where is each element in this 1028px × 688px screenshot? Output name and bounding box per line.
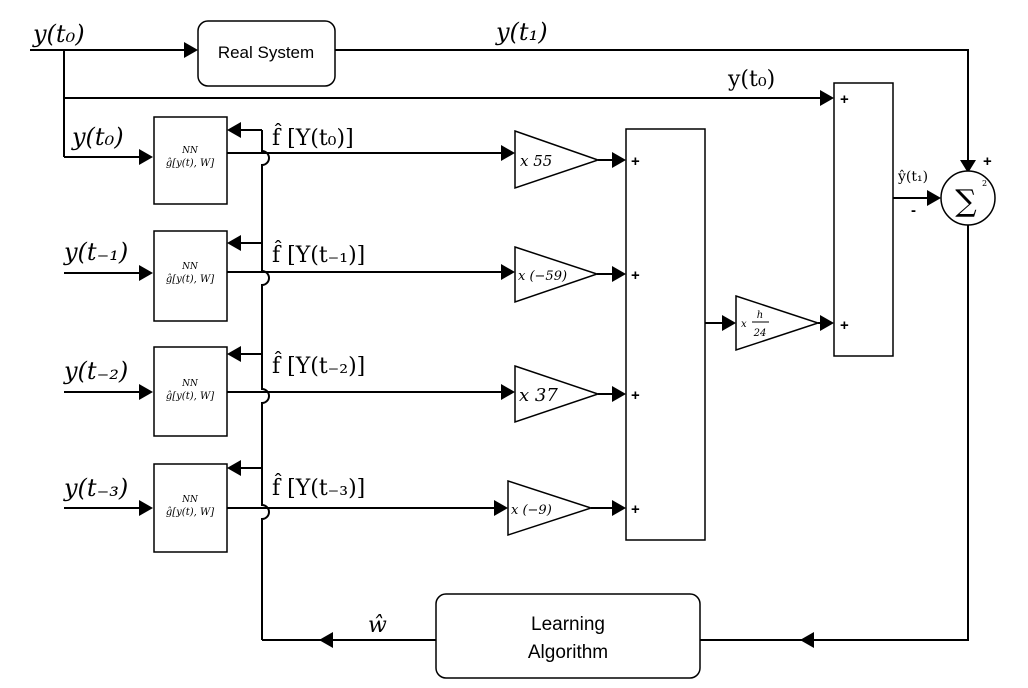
adder-plus-sign: +: [631, 153, 640, 170]
h-gain-prefix: x: [741, 319, 747, 330]
arrowhead: [612, 386, 626, 402]
arrowhead: [501, 145, 515, 161]
arrowhead: [800, 632, 814, 648]
arrowhead: [820, 315, 834, 331]
adder-plus-sign: +: [631, 387, 640, 404]
gain-neg9: [507, 479, 594, 537]
nn-block-1: NN ĝ[y(t), W]: [153, 230, 228, 322]
nn-output-label-3: f̂ [Y(t₋₃)]: [272, 474, 365, 501]
sum-plus-sign: +: [983, 153, 992, 170]
input-y-tm3: y(t₋₃): [63, 474, 128, 502]
gain-neg59: [514, 245, 600, 304]
real-system-block: [197, 20, 336, 87]
nn-block-title: NN: [181, 146, 199, 156]
arrowhead: [319, 632, 333, 648]
output-adder-plus-sign: +: [840, 91, 849, 108]
real-system-label: Real System: [218, 43, 314, 62]
arrowhead: [960, 160, 976, 173]
nn-block-2: NN ĝ[y(t), W]: [153, 346, 228, 437]
arrowhead: [612, 266, 626, 282]
nn-block-title: NN: [181, 262, 199, 272]
gain-h-over-24: [735, 294, 821, 352]
arrowhead: [501, 264, 515, 280]
nn-block-title: NN: [181, 379, 199, 389]
learning-algorithm-block: [435, 593, 701, 679]
h-gain-denominator: 24: [753, 328, 767, 339]
nn-block-3: NN ĝ[y(t), W]: [153, 463, 228, 553]
w-hat-label: ŵ: [368, 613, 387, 638]
sum-minus-sign: -: [911, 202, 916, 219]
nn-block-title: NN: [181, 495, 199, 505]
learning-algorithm-line2: Algorithm: [528, 642, 608, 663]
bypass-y-t0: y(t₀): [727, 67, 775, 92]
output-adder-plus-sign: +: [840, 317, 849, 334]
input-y-tm2: y(t₋₂): [63, 357, 128, 385]
arrowhead: [139, 149, 153, 165]
summing-junction: [940, 170, 996, 226]
adder-block: [625, 128, 706, 541]
h-gain-numerator: h: [757, 310, 763, 321]
arrowhead: [139, 265, 153, 281]
gain-55: [514, 129, 601, 190]
gain-55-label: x 55: [520, 152, 552, 170]
arrowhead: [139, 500, 153, 516]
output-y-t1: y(t₁): [495, 18, 548, 46]
arrowhead: [227, 235, 241, 251]
gain-neg9-label: x (−9): [511, 503, 552, 518]
gain-neg59-label: x (−59): [518, 269, 567, 284]
arrowhead: [227, 346, 241, 362]
nn-block-function: ĝ[y(t), W]: [166, 158, 214, 169]
gain-37: [514, 364, 601, 424]
arrowhead: [612, 152, 626, 168]
learning-algorithm-line1: Learning: [531, 614, 605, 635]
arrowhead: [927, 190, 941, 206]
nn-output-label-1: f̂ [Y(t₋₁)]: [272, 241, 365, 268]
arrowhead: [820, 90, 834, 106]
arrowhead: [184, 42, 198, 58]
input-y-t0-top: y(t₀): [32, 20, 85, 48]
nn-block-function: ĝ[y(t), W]: [166, 391, 214, 402]
y-hat-t1-label: ŷ(t₁): [897, 168, 928, 185]
nn-block-0: NN ĝ[y(t), W]: [153, 116, 228, 205]
arrowhead: [722, 315, 736, 331]
arrowhead: [227, 122, 241, 138]
arrowhead: [501, 384, 515, 400]
sum-symbol: ∑: [955, 184, 977, 219]
input-y-tm1: y(t₋₁): [63, 238, 128, 266]
sum-superscript: 2: [982, 179, 987, 188]
arrowhead: [612, 500, 626, 516]
gain-37-label: x 37: [519, 385, 558, 406]
input-y-t0: y(t₀): [71, 123, 124, 151]
nn-block-function: ĝ[y(t), W]: [166, 274, 214, 285]
output-adder-block: [833, 82, 894, 357]
arrowhead: [227, 460, 241, 476]
adder-plus-sign: +: [631, 267, 640, 284]
nn-output-label-2: f̂ [Y(t₋₂)]: [272, 352, 365, 379]
arrowhead: [139, 384, 153, 400]
arrowheads: [139, 42, 976, 648]
adder-plus-sign: +: [631, 501, 640, 518]
nn-output-label-0: f̂ [Y(t₀)]: [272, 124, 354, 151]
nn-block-function: ĝ[y(t), W]: [166, 507, 214, 518]
arrowhead: [494, 500, 508, 516]
